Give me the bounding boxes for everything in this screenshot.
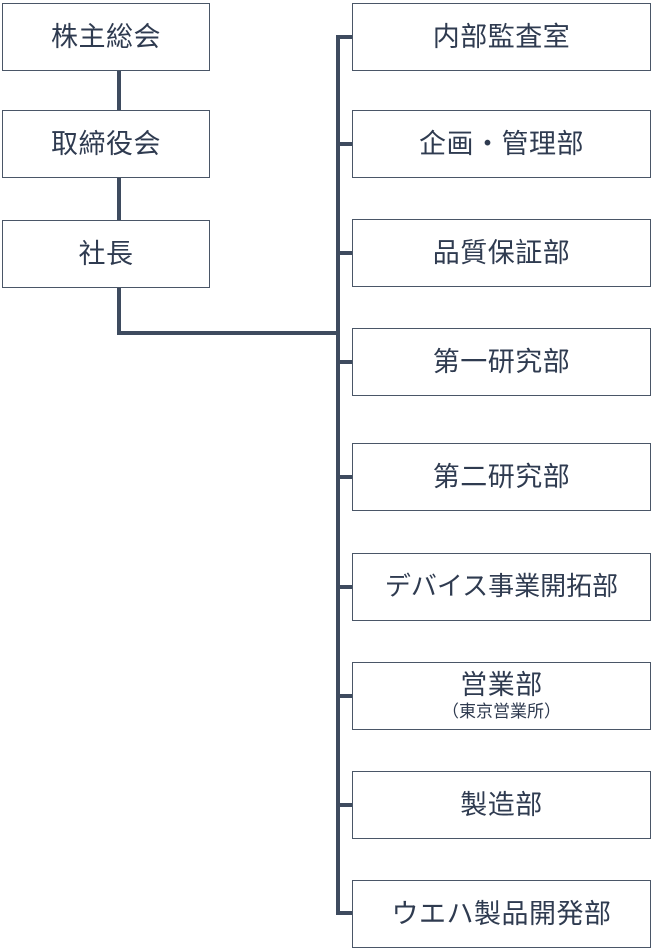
president-box: 社長 (2, 220, 210, 288)
branch-line (336, 585, 352, 589)
box-label: 取締役会 (51, 128, 161, 160)
branch-line (336, 475, 352, 479)
box-label: 内部監査室 (432, 21, 571, 53)
branch-line (336, 251, 352, 255)
branch-line (336, 911, 352, 915)
connector-president-to-trunk (117, 331, 340, 335)
department-box-research-2: 第二研究部 (352, 443, 651, 511)
department-box-research-1: 第一研究部 (352, 328, 651, 396)
box-label: 株主総会 (51, 21, 161, 53)
branch-line (336, 803, 352, 807)
department-box-planning-admin: 企画・管理部 (352, 110, 651, 178)
branch-line (336, 694, 352, 698)
department-box-device-business: デバイス事業開拓部 (352, 553, 651, 621)
box-label: ウエハ製品開発部 (391, 898, 612, 930)
connector-board-president (117, 178, 121, 220)
connector-president-down (117, 288, 121, 334)
connector-shareholders-board (117, 71, 121, 110)
box-label: 営業部 (460, 670, 543, 701)
department-box-sales: 営業部 （東京営業所） (352, 662, 651, 730)
branch-line (336, 142, 352, 146)
box-label: 第一研究部 (432, 346, 571, 378)
branch-line (336, 360, 352, 364)
branch-line (336, 35, 352, 39)
box-label: 第二研究部 (432, 461, 571, 493)
box-label: 社長 (78, 238, 134, 270)
box-label: デバイス事業開拓部 (384, 571, 619, 602)
shareholders-meeting-box: 株主総会 (2, 3, 210, 71)
box-sublabel: （東京営業所） (442, 702, 561, 722)
department-box-internal-audit: 内部監査室 (352, 3, 651, 71)
box-label: 品質保証部 (432, 237, 571, 269)
box-label: 企画・管理部 (419, 128, 584, 160)
department-box-manufacturing: 製造部 (352, 771, 651, 839)
department-box-wafer-development: ウエハ製品開発部 (352, 880, 651, 948)
board-of-directors-box: 取締役会 (2, 110, 210, 178)
department-box-quality-assurance: 品質保証部 (352, 219, 651, 287)
box-label: 製造部 (460, 789, 543, 821)
